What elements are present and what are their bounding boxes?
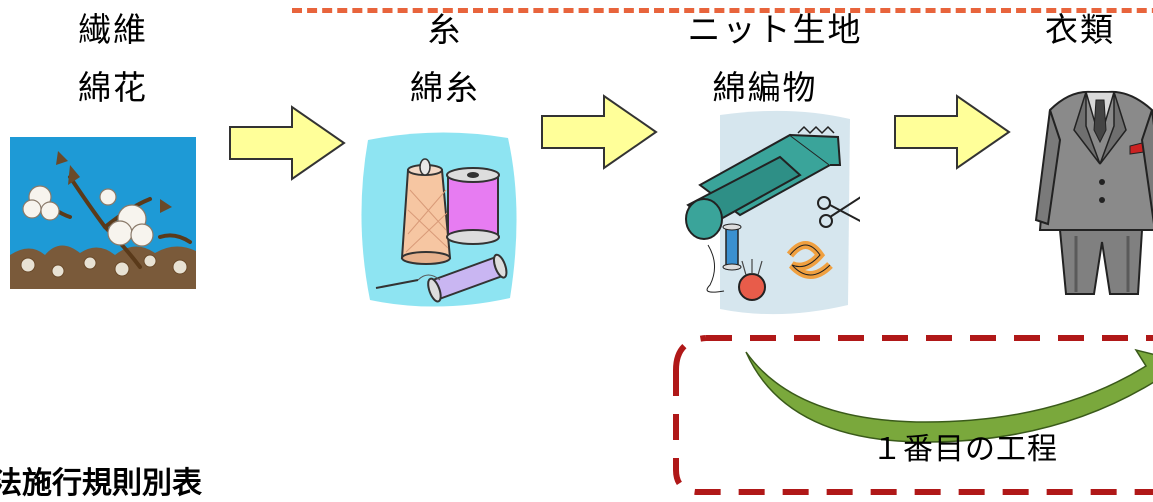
stage-1-top-label: 繊維: [78, 10, 148, 49]
suit-image: [1030, 70, 1153, 296]
top-dashed-border: [292, 0, 1153, 13]
process-callout-box: [666, 330, 1153, 500]
thread-spools-image: [358, 130, 523, 310]
bottom-caption: 法施行規則別表: [0, 466, 202, 501]
process-arrow-3: [893, 94, 1013, 172]
stage-4-top-label: 衣類: [1045, 10, 1115, 49]
stage-3-bottom-label: 綿編物: [712, 68, 818, 107]
stage-1-bottom-label: 綿花: [78, 68, 148, 107]
cotton-plant-image: [10, 137, 196, 289]
knit-fabric-image: [680, 95, 860, 325]
process-arrow-1: [228, 105, 348, 183]
process-arrow-2: [540, 94, 660, 172]
stage-2-bottom-label: 綿糸: [410, 68, 480, 107]
stage-3-top-label: ニット生地: [687, 10, 863, 49]
stage-2-top-label: 糸: [427, 10, 463, 49]
process-step-label: １番目の工程: [872, 432, 1058, 467]
